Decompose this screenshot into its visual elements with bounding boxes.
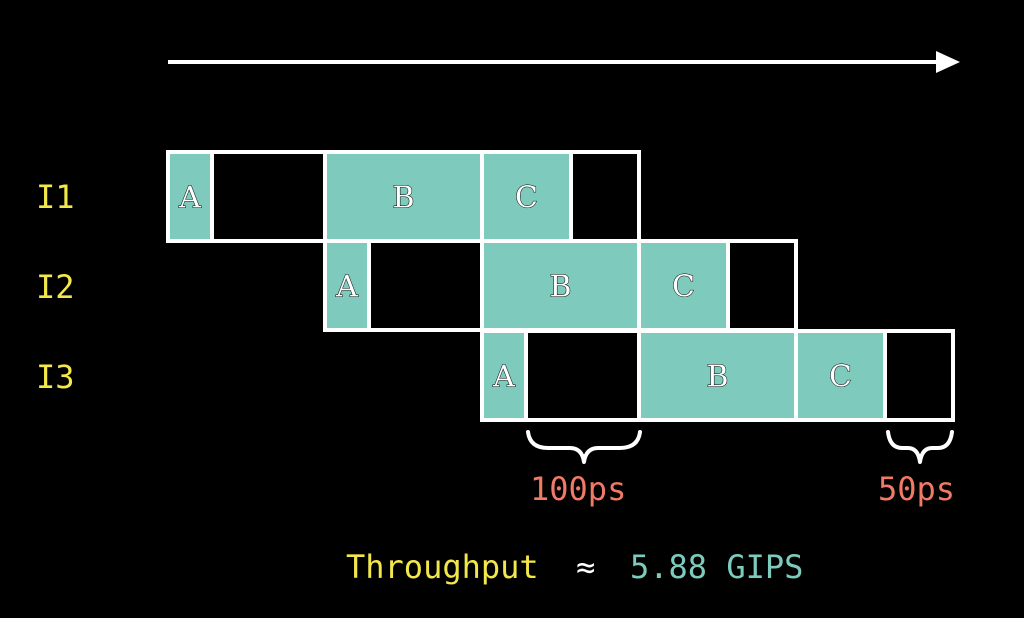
time-arrow <box>168 51 960 73</box>
pipeline-row-i3: A B C <box>480 329 955 422</box>
stage-a-label: A <box>178 181 201 216</box>
idle-cell <box>883 329 955 422</box>
stage-c-label: C <box>515 181 538 216</box>
stage-b-label: B <box>706 360 728 395</box>
annotation-100ps: 100ps <box>530 470 626 508</box>
pipeline-rows: A B C A B C A B C <box>166 150 955 422</box>
brace-100ps <box>526 430 642 464</box>
throughput-line: Throughput ≈ 5.88 GIPS <box>346 548 803 586</box>
stage-b-label: B <box>549 270 571 305</box>
idle-cell <box>726 239 798 332</box>
stage-c-label: C <box>829 360 852 395</box>
stage-b-label: B <box>392 181 414 216</box>
stage-c-cell <box>794 329 887 422</box>
instruction-label-i2: I2 <box>36 268 75 306</box>
idle-cell <box>524 329 641 422</box>
pipeline-row-i2: A B C <box>323 239 798 332</box>
annotation-50ps: 50ps <box>878 470 955 508</box>
brace-50ps <box>886 430 954 464</box>
stage-c-label: C <box>672 270 695 305</box>
instruction-label-i1: I1 <box>36 178 75 216</box>
idle-cell <box>569 150 641 243</box>
throughput-value: 5.88 GIPS <box>630 548 803 586</box>
stage-a-label: A <box>335 270 358 305</box>
approx-symbol: ≈ <box>576 548 595 586</box>
instruction-label-i3: I3 <box>36 358 75 396</box>
throughput-label: Throughput <box>346 548 539 586</box>
stage-b-cell <box>323 150 484 243</box>
idle-cell <box>210 150 327 243</box>
idle-cell <box>367 239 484 332</box>
stage-a-label: A <box>492 360 515 395</box>
pipeline-row-i1: A B C <box>166 150 641 243</box>
